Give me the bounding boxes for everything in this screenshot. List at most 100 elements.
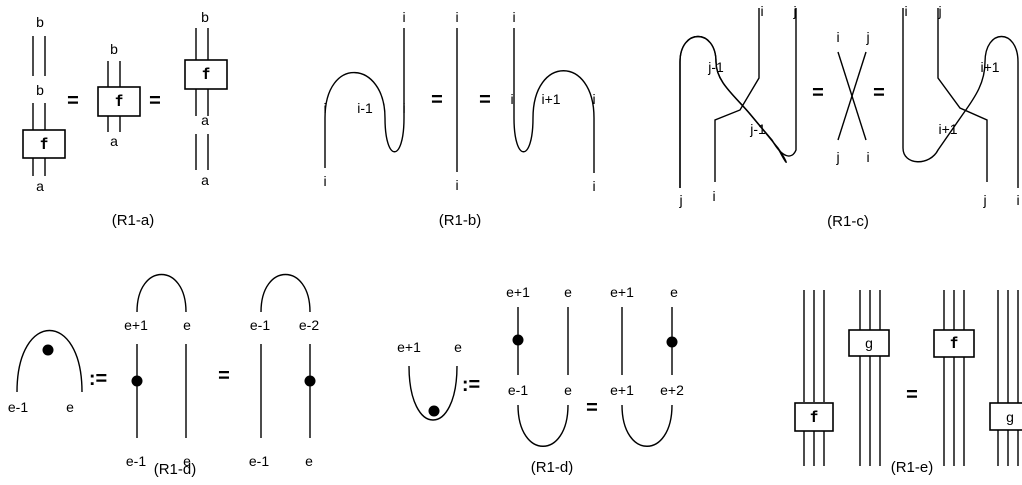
r1-a-right-box-label: f [201, 65, 210, 83]
r1-d2-label-e-plus-1: e+1 [397, 339, 421, 355]
r1-d2-mid-label-e-bottom: e [564, 382, 572, 398]
r1-a-mid-strands [107, 61, 121, 132]
r1-d1-right-label-e-minus-1-bottom: e-1 [249, 453, 269, 469]
r1-a-caption: (R1-a) [112, 212, 155, 229]
r1-b-left-label-i-right: i [402, 100, 405, 116]
r1-e-right-f-strands-bottom [943, 356, 965, 466]
r1-d2-right-label-e-plus-1: e+1 [610, 284, 634, 300]
r1-c-left-label-i-top: i [760, 3, 763, 19]
r1-d2-label-e: e [454, 339, 462, 355]
r1-d2-mid-strands [517, 307, 569, 375]
r1-c-left-label-i-bottom: i [712, 188, 715, 204]
r1-c-equals-2: = [873, 82, 885, 104]
r1-b-group: i i-1 i i i = i i = i i i+1 i i (R1-b) [323, 9, 595, 229]
r1-c-group: i j i j j-1 j-1 = i j j i = i j i+1 i+1 … [678, 3, 1019, 230]
r1-d1-mid-label-e-plus-1: e+1 [124, 317, 148, 333]
r1-d1-right-cap [260, 274, 311, 313]
r1-b-caption: (R1-b) [439, 212, 482, 229]
r1-a-mid-box [97, 86, 141, 117]
r1-d1-mid-label-e-top: e [183, 317, 191, 333]
r1-d1-right-label-e-minus-2: e-2 [299, 317, 319, 333]
r1-c-left-label-j-minus-1-upper: j-1 [707, 59, 724, 75]
r1-d2-mid-label-e-plus-1: e+1 [506, 284, 530, 300]
r1-c-caption: (R1-c) [827, 213, 869, 230]
r1-d1-mid-label-e-bottom: e [183, 453, 191, 469]
r1-d2-equals: = [586, 397, 598, 419]
r1-e-right-f-strands-top [943, 290, 965, 330]
r1-c-middle-strand-2 [837, 51, 867, 141]
r1-d1-right-strands [260, 344, 311, 438]
r1-c-right-strand-i [902, 8, 1019, 188]
r1-c-right-label-i-top: i [904, 3, 907, 19]
r1-d2-cup-dot [428, 405, 440, 417]
r1-c-middle-label-j-bottom: j [835, 149, 839, 165]
r1-a-right-label-a-mid: a [201, 112, 209, 128]
r1-d1-mid-dot [131, 375, 143, 387]
r1-c-right-label-i-plus-1-upper: i+1 [980, 59, 999, 75]
r1-c-left-strand-i [714, 8, 760, 182]
r1-e-left-g-box [848, 329, 890, 357]
r1-d-first-group: e-1 e := e+1 e e-1 e = e-1 e-2 e-1 e (R1… [8, 274, 319, 478]
r1-e-left-f-strands-top [803, 290, 825, 402]
r1-e-right-f-label: f [949, 334, 958, 352]
r1-c-right-strand-j [937, 8, 988, 182]
r1-d2-right-strands [621, 307, 673, 375]
r1-b-right-label-i-bottom: i [592, 178, 595, 194]
r1-c-middle-label-j: j [865, 29, 869, 45]
r1-d1-equals: = [218, 365, 230, 387]
r1-d1-mid-label-e-minus-1: e-1 [126, 453, 146, 469]
r1-a-right-label-a-bottom: a [201, 172, 209, 188]
r1-b-middle-label-i-bottom: i [455, 177, 458, 193]
r1-a-right-box [184, 59, 228, 90]
r1-d-second-group: e+1 e := e+1 e e-1 e = e+1 e e+1 e+2 (R1… [397, 284, 684, 476]
r1-a-left-label-a: a [36, 178, 44, 194]
r1-d2-mid-label-e-minus-1: e-1 [508, 382, 528, 398]
r1-c-right-label-j-bottom: j [982, 192, 986, 208]
r1-a-group: f b b a = f b a = f b a a (R1-a) [22, 9, 228, 229]
r1-b-left-label-i-mid: i [323, 100, 326, 116]
r1-d2-define: := [462, 374, 480, 396]
r1-e-left-g-strands-top [859, 290, 881, 330]
r1-d2-right-dot [666, 336, 678, 348]
r1-a-left-box [22, 129, 66, 159]
r1-d1-cap [16, 329, 83, 393]
r1-e-equals: = [906, 384, 918, 406]
r1-c-equals-1: = [812, 82, 824, 104]
r1-d1-right-dot [304, 375, 316, 387]
r1-c-left-strand-j-loop [679, 8, 797, 188]
r1-d1-right-label-e-bottom: e [305, 453, 313, 469]
r1-a-left-label-b-top: b [36, 14, 44, 30]
r1-a-equals-1: = [67, 90, 79, 112]
r1-d1-label-e-minus-1: e-1 [8, 399, 28, 415]
r1-c-left-label-j-top: j [792, 3, 796, 19]
r1-b-left-zigzag-strand [324, 28, 405, 168]
r1-d1-label-e: e [66, 399, 74, 415]
r1-b-left-label-i-bottom: i [323, 173, 326, 189]
r1-e-right-g-box [989, 402, 1022, 431]
r1-d1-cap-dot [42, 344, 54, 356]
r1-a-left-label-b-mid: b [36, 82, 44, 98]
r1-c-right-label-i-bottom: i [1016, 192, 1019, 208]
r1-e-group: f g = f g (R1-e) [794, 290, 1022, 476]
r1-b-right-label-i-plus-1: i+1 [541, 91, 560, 107]
r1-a-left-box-label: f [39, 135, 48, 153]
r1-a-mid-label-a: a [110, 133, 118, 149]
r1-c-right-label-j-top: j [937, 3, 941, 19]
r1-b-equals-1: = [431, 89, 443, 111]
r1-b-middle-label-i-top: i [455, 9, 458, 25]
r1-c-right-label-i-plus-1-lower: i+1 [938, 121, 957, 137]
r1-b-right-zigzag-strand [513, 28, 595, 173]
r1-b-right-label-i-top: i [512, 9, 515, 25]
r1-b-right-label-i-right: i [592, 91, 595, 107]
r1-d2-mid-cup [517, 404, 569, 447]
r1-a-right-strands [195, 28, 209, 170]
r1-d2-caption: (R1-d) [531, 459, 574, 476]
r1-c-middle-label-i-bottom: i [866, 149, 869, 165]
r1-d2-right-label-e-plus-1-bottom: e+1 [610, 382, 634, 398]
r1-e-right-g-strands-top [997, 290, 1019, 403]
r1-d1-right-label-e-minus-1: e-1 [250, 317, 270, 333]
r1-a-left-strands [32, 36, 46, 176]
r1-d2-mid-label-e-top: e [564, 284, 572, 300]
r1-c-left-label-j-bottom: j [678, 192, 682, 208]
